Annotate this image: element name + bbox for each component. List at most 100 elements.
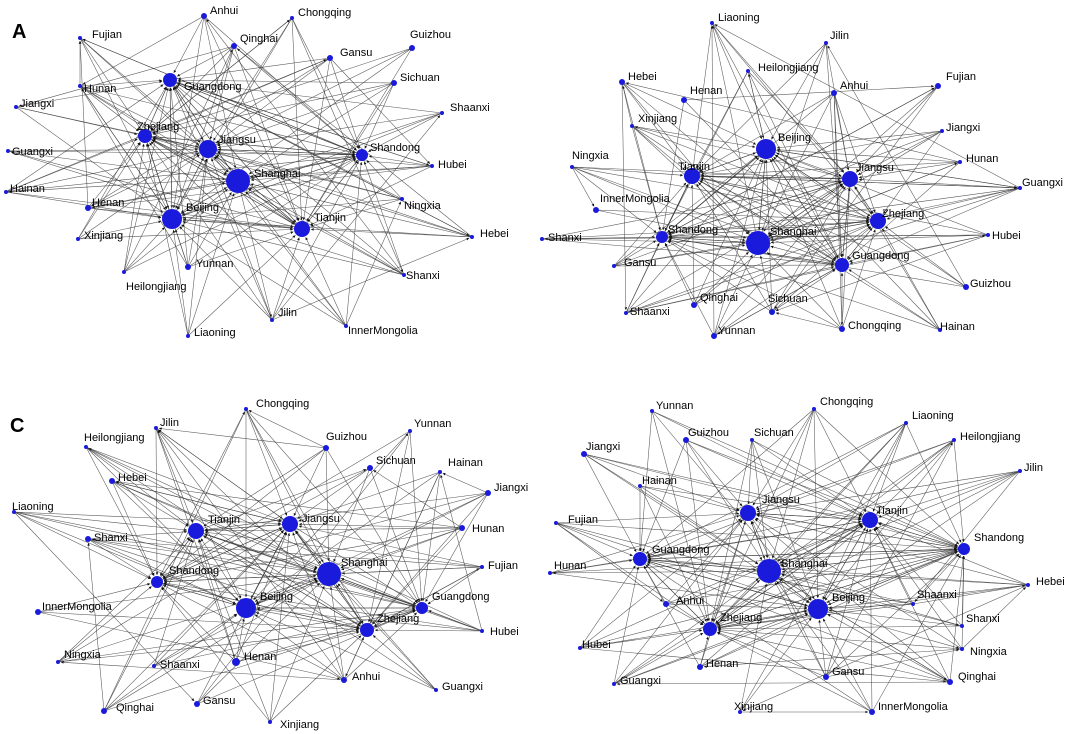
node-liaoning [710,21,714,25]
edge [111,480,318,570]
edge [204,533,423,609]
edge [579,647,947,683]
edge [631,125,836,261]
edge [5,154,356,193]
node-label: Liaoning [912,410,954,422]
edge [825,442,953,678]
edge [123,49,233,273]
edge [571,166,595,207]
edge [555,512,740,524]
edge [631,125,686,171]
node-hebei [619,79,625,85]
node-henan [85,205,91,211]
edge [555,522,808,607]
edge [196,582,320,705]
edge [195,469,367,532]
edge [613,181,842,267]
node-label: Henan [706,658,738,670]
node-label: Chongqing [256,398,309,410]
edge [153,608,416,667]
edge [717,264,843,335]
node-shanghai [226,169,250,193]
node-label: Hebei [118,472,147,484]
edge [5,191,294,229]
edge [152,137,403,200]
node-tianjin [862,512,878,528]
edge [91,538,483,568]
node-label: Yunnan [414,418,451,430]
edge [613,578,759,685]
edge [625,157,760,314]
edge [668,187,1021,238]
edge [613,566,640,685]
node-label: Guangdong [652,544,710,556]
edge [87,207,162,219]
edge [427,566,483,605]
edge [857,130,943,176]
node-label: Tianjin [208,514,240,526]
node-shandong [151,576,163,588]
node-label: Shandong [169,565,219,577]
edge [87,182,226,209]
edge [817,551,958,610]
edge [5,191,162,219]
edge [549,515,740,574]
edge [709,550,958,630]
edge [756,439,955,511]
node-label: Guangxi [620,675,661,687]
edge [647,439,955,557]
node-guangxi [434,688,438,692]
node-jilin [270,318,274,322]
node-label: Shaanxi [160,659,200,671]
edge [366,160,403,200]
edge [621,81,757,145]
edge [665,549,958,605]
edge [325,447,331,562]
edge [271,237,300,321]
edge [7,150,226,181]
edge [153,613,237,667]
node-anhui [831,90,837,96]
node-innermongolia [35,609,41,615]
node-shanxi [402,273,406,277]
edge [541,238,835,266]
node-hainan [4,190,8,194]
node-label: Fujian [488,560,518,572]
edge [541,220,870,240]
edge [583,453,740,511]
edge [250,183,473,238]
edge [775,312,843,330]
node-label: Yunnan [718,325,755,337]
edge [645,408,815,555]
node-label: Hainan [642,475,677,487]
edge [13,511,317,573]
node-label: Yunnan [656,400,693,412]
node-jiangsu [282,516,298,532]
edge [841,187,851,266]
edge [345,161,363,327]
node-label: Heilongjiang [84,432,145,444]
edge [169,79,470,236]
edge [914,470,1021,602]
edge [175,84,405,276]
node-yunnan [650,409,654,413]
node-label: Henan [690,85,722,97]
edge [85,446,189,526]
edge [172,87,273,321]
edge [187,231,294,268]
node-gansu [612,264,616,268]
edge [7,147,199,152]
edge [841,187,851,330]
edge [646,563,873,713]
edge [579,565,636,649]
edge [155,427,159,576]
edge [5,150,199,193]
edge [668,130,943,235]
edge [699,525,864,668]
edge [776,148,961,163]
edge [555,522,633,557]
node-sichuan [769,309,775,315]
edge [579,609,808,649]
node-guangdong [163,73,177,87]
